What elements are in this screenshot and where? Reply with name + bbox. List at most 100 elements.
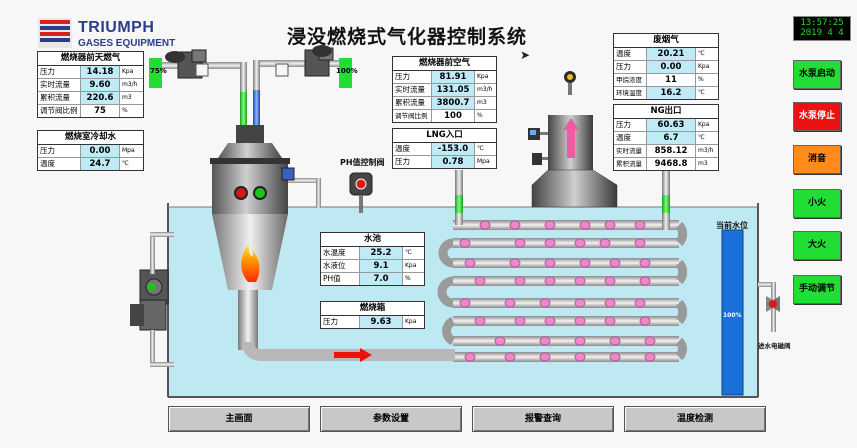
row-label: 温度 — [38, 158, 81, 170]
row-label: 压力 — [321, 316, 360, 328]
row-unit: ℃ — [698, 134, 705, 141]
temperature-sensor-icon — [532, 153, 548, 165]
row-unit: m3 — [477, 99, 487, 106]
row-value: 858.12 — [647, 145, 696, 157]
row-unit: Kpa — [122, 68, 134, 75]
row-label: 温度 — [393, 143, 432, 155]
ph-valve-label: PH值控制阀 — [340, 158, 385, 167]
pump-stop-button[interactable]: 水泵停止 — [793, 102, 841, 131]
row-unit: Kpa — [405, 262, 417, 269]
inlet-valve-label: 进水电磁阀 — [758, 342, 791, 350]
row-unit: Kpa — [698, 63, 710, 70]
gas-valve-left-status — [149, 58, 162, 88]
manual-adjust-button[interactable]: 手动调节 — [793, 275, 841, 304]
mute-button[interactable]: 消音 — [793, 145, 841, 174]
row-value: 16.2 — [647, 87, 696, 99]
row-unit: ℃ — [405, 249, 412, 256]
nav-alarm-query-button[interactable]: 报警查询 — [472, 406, 614, 432]
pump-start-button[interactable]: 水泵启动 — [793, 60, 841, 89]
air-valve-right-status — [339, 58, 352, 88]
row-value: 0.00 — [81, 145, 120, 157]
row-value: 220.6 — [81, 92, 120, 104]
lng-inlet-flow — [455, 195, 463, 213]
lng-panel-title: LNG入口 — [393, 129, 496, 143]
row-label: 温度 — [614, 48, 647, 60]
row-label: 压力 — [614, 119, 647, 131]
low-fire-button[interactable]: 小火 — [793, 189, 841, 218]
high-fire-button[interactable]: 大火 — [793, 231, 841, 260]
logo-brand-text: TRIUMPH — [78, 19, 155, 36]
row-label: PH值 — [321, 273, 360, 285]
row-value: 9.63 — [360, 316, 403, 328]
row-label: 甲烷浓度 — [614, 74, 647, 86]
row-value: 14.18 — [81, 66, 120, 78]
row-value: 7.0 — [360, 273, 403, 285]
nav-temperature-button[interactable]: 温度检测 — [624, 406, 766, 432]
row-label: 调节阀比例 — [393, 110, 432, 122]
row-value: 131.05 — [432, 84, 475, 96]
discharge-pipe — [242, 341, 455, 361]
row-label: 压力 — [38, 145, 81, 157]
row-unit: % — [698, 76, 704, 83]
nav-settings-button[interactable]: 参数设置 — [320, 406, 462, 432]
row-label: 水温度 — [321, 247, 360, 259]
row-unit: m3/h — [122, 81, 138, 88]
row-unit: m3/h — [477, 86, 493, 93]
row-unit: % — [405, 275, 411, 282]
gas-valve-opening: 75% — [150, 67, 167, 75]
page-title: 浸没燃烧式气化器控制系统 — [287, 26, 528, 48]
row-label: 累积流量 — [393, 97, 432, 109]
exhaust-chimney — [531, 115, 618, 208]
vessel-run-light — [253, 186, 267, 200]
row-label: 累积流量 — [38, 92, 81, 104]
row-label: 实时流量 — [38, 79, 81, 91]
pool-panel-title: 水池 — [321, 233, 424, 247]
firebox-panel-title: 燃烧箱 — [321, 302, 424, 316]
water-level-bar — [721, 229, 744, 396]
table-row: 温度-153.0℃ — [393, 143, 496, 156]
row-value: 9.60 — [81, 79, 120, 91]
row-value: 25.2 — [360, 247, 403, 259]
row-unit: ℃ — [698, 50, 705, 57]
row-unit: Kpa — [405, 318, 417, 325]
row-unit: Kpa — [477, 73, 489, 80]
row-value: 3800.7 — [432, 97, 475, 109]
row-unit: m3 — [698, 160, 708, 167]
row-label: 环境温度 — [614, 87, 647, 99]
row-label: 实时流量 — [393, 84, 432, 96]
row-label: 实时流量 — [614, 145, 647, 157]
burner-vessel — [210, 88, 290, 350]
row-value: -153.0 — [432, 143, 475, 155]
row-label: 温度 — [614, 132, 647, 144]
row-unit: m3/h — [698, 147, 714, 154]
row-unit: Mpa — [477, 158, 490, 165]
row-unit: % — [122, 107, 128, 114]
cooling-panel-title: 燃烧室冷却水 — [38, 131, 143, 145]
row-value: 100 — [432, 110, 475, 122]
clock-date: 2019 4 4 — [800, 28, 844, 38]
row-value: 0.78 — [432, 156, 475, 168]
row-unit: ℃ — [698, 89, 705, 96]
nav-main-screen-button[interactable]: 主画面 — [168, 406, 310, 432]
